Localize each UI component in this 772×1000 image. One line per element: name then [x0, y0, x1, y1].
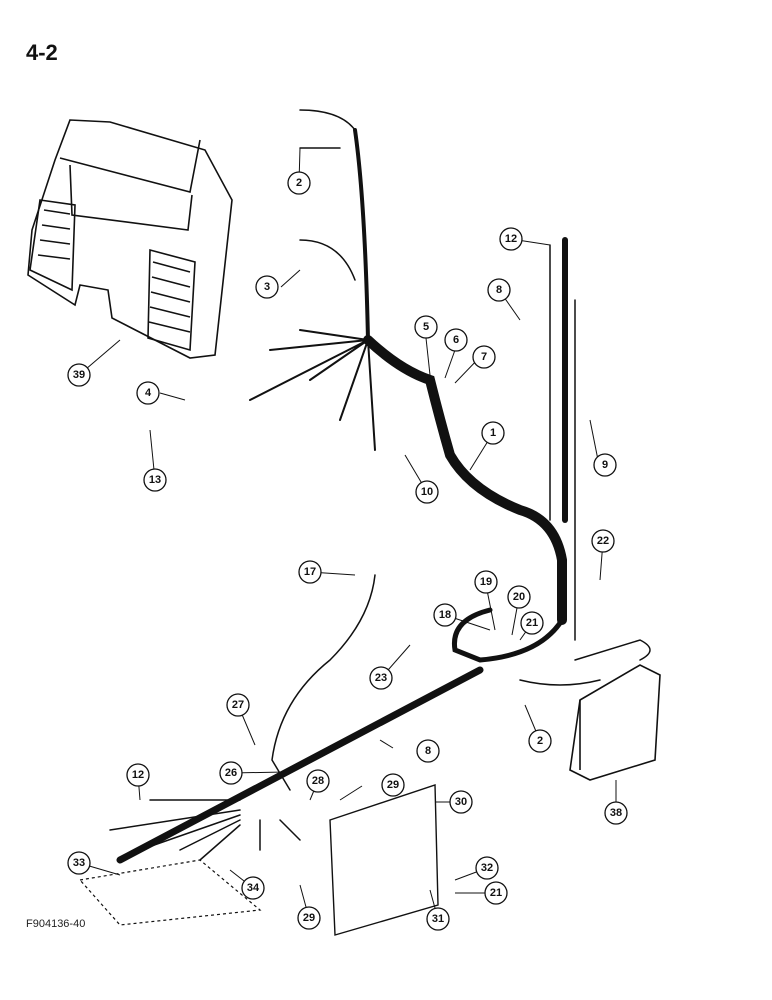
callout-34-label: 34 — [247, 882, 260, 894]
callout-5-label: 5 — [423, 321, 429, 333]
callout-29b-circle — [297, 906, 321, 930]
callout-29a-label: 29 — [387, 779, 399, 791]
callout-39-label: 39 — [73, 369, 85, 381]
callout-4-label: 4 — [145, 387, 152, 399]
callout-6-label: 6 — [453, 334, 459, 346]
callout-17-label: 17 — [304, 566, 316, 578]
callout-19-circle — [474, 570, 498, 594]
instrument-panel-shroud — [27, 119, 233, 359]
callout-34-circle — [241, 876, 265, 900]
callout-23-label: 23 — [375, 672, 387, 684]
callout-13-label: 13 — [149, 474, 161, 486]
callout-29b-label: 29 — [303, 912, 315, 924]
callout-4-circle — [136, 381, 160, 405]
callout-circles — [67, 171, 628, 931]
callout-20-label: 20 — [513, 591, 525, 603]
callout-32-label: 32 — [481, 862, 493, 874]
callout-32-circle — [475, 856, 499, 880]
callout-21a-circle — [520, 611, 544, 635]
callout-2a-circle — [287, 171, 311, 195]
callout-22-label: 22 — [597, 535, 609, 547]
callout-7-circle — [472, 345, 496, 369]
callout-28-circle — [306, 769, 330, 793]
figure-code: F904136-40 — [26, 918, 86, 930]
callout-27-circle — [226, 693, 250, 717]
callout-38-circle — [604, 801, 628, 825]
callout-12a-label: 12 — [505, 233, 517, 245]
callout-30-label: 30 — [455, 796, 467, 808]
callout-22-circle — [591, 529, 615, 553]
callout-9-circle — [593, 453, 617, 477]
callout-13-circle — [143, 468, 167, 492]
control-module — [569, 664, 661, 781]
callout-7-label: 7 — [481, 351, 487, 363]
callout-18-circle — [433, 603, 457, 627]
callout-39-circle — [67, 363, 91, 387]
callout-1-label: 1 — [490, 427, 496, 439]
callout-2b-label: 2 — [537, 735, 543, 747]
callout-29a-circle — [381, 773, 405, 797]
callout-12b-label: 12 — [132, 769, 144, 781]
callout-12b-circle — [126, 763, 150, 787]
callout-20-circle — [507, 585, 531, 609]
callout-33-label: 33 — [73, 857, 85, 869]
page-number: 4-2 — [26, 40, 58, 65]
callout-19-label: 19 — [480, 576, 492, 588]
lower-bracket — [78, 859, 262, 926]
callout-3-circle — [255, 275, 279, 299]
mounting-plate — [329, 784, 439, 936]
main-harness — [109, 109, 651, 864]
callout-21b-circle — [484, 881, 508, 905]
callout-8a-circle — [487, 278, 511, 302]
callout-28-label: 28 — [312, 775, 324, 787]
callout-10-label: 10 — [421, 486, 433, 498]
callout-33-circle — [67, 851, 91, 875]
callout-5-circle — [414, 315, 438, 339]
callout-3-label: 3 — [264, 281, 270, 293]
callout-17-circle — [298, 560, 322, 584]
callout-26-circle — [219, 761, 243, 785]
callout-38-label: 38 — [610, 807, 622, 819]
callout-30-circle — [449, 790, 473, 814]
callout-8a-label: 8 — [496, 284, 502, 296]
callout-9-label: 9 — [602, 459, 608, 471]
callout-21a-label: 21 — [526, 617, 538, 629]
callout-31-circle — [426, 907, 450, 931]
callout-10-circle — [415, 480, 439, 504]
callout-2b-circle — [528, 729, 552, 753]
callout-8b-circle — [416, 739, 440, 763]
callout-23-circle — [369, 666, 393, 690]
callout-31-label: 31 — [432, 913, 444, 925]
callout-12a-circle — [499, 227, 523, 251]
callout-18-label: 18 — [439, 609, 451, 621]
callout-21b-label: 21 — [490, 887, 502, 899]
callout-2a-label: 2 — [296, 177, 302, 189]
callout-26-label: 26 — [225, 767, 237, 779]
callout-27-label: 27 — [232, 699, 244, 711]
callout-1-circle — [481, 421, 505, 445]
callout-6-circle — [444, 328, 468, 352]
callout-labels: 1 2 2 3 4 5 6 7 8 8 9 10 12 12 13 17 18 … — [73, 177, 622, 925]
callout-8b-label: 8 — [425, 745, 431, 757]
